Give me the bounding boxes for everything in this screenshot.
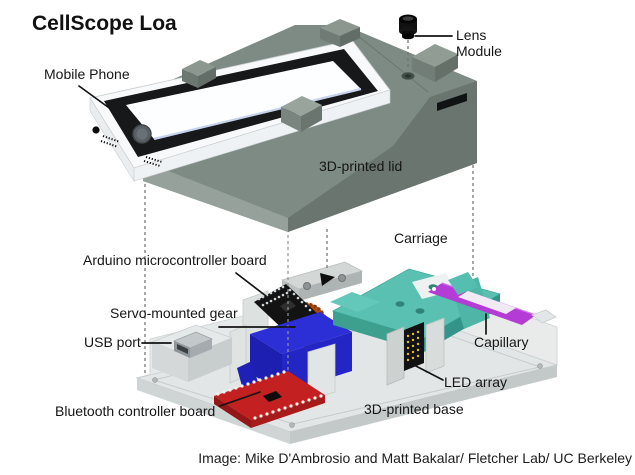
label-bluetooth-board: Bluetooth controller board [55,403,216,419]
label-arduino-board: Arduino microcontroller board [83,252,267,268]
lid-left-face [143,161,288,232]
leader-arduino [235,272,267,297]
clamp-front-middle [281,96,322,132]
label-lens-module-line1: Lens [456,27,487,43]
arduino-chip [280,300,296,312]
leader-led-array [411,363,444,381]
diagram-title: CellScope Loa [32,12,177,35]
servo-top [250,312,352,354]
capillary-end-dot [432,287,436,291]
image-credit: Image: Mike D'Ambrosio and Matt Bakalar/… [198,450,632,466]
leader-bluetooth [219,391,261,407]
phone-headphone-jack [92,126,100,134]
clamp-lens-mount [412,44,458,82]
base-screw [152,377,158,383]
carriage-arm [330,292,380,312]
usb-port-illustration [150,324,234,382]
bluetooth-edge-right [251,395,325,428]
label-printed-lid: 3D-printed lid [319,158,403,174]
label-capillary: Capillary [474,334,529,350]
lid-step-line [351,30,429,93]
label-mobile-phone: Mobile Phone [44,66,130,82]
label-usb-port: USB port [84,334,141,350]
usb-connector-side [190,339,212,358]
label-carriage: Carriage [394,230,448,246]
leader-mobile-phone [78,85,113,111]
lid-vent-slot [437,93,467,111]
phone-home-button-inner [136,128,148,140]
bluetooth-pins [216,370,323,420]
label-lens-module-line2: Module [456,42,502,59]
phone-illustration [89,39,391,183]
bluetooth-chip [263,391,282,402]
phone-screen [126,61,361,139]
lens-cap-highlight [402,16,414,21]
rail-side [299,271,362,301]
usb-block-right [188,338,232,382]
lid-right-face [288,81,477,232]
phone-clamps-illustration [182,19,458,132]
leader-lines [78,35,487,407]
lens-neck [402,31,414,36]
label-servo-gear: Servo-mounted gear [110,305,238,321]
led-dots [406,330,420,362]
clamp-back-right [320,19,360,47]
capillary-slot [458,291,516,314]
led-post-left [386,326,405,386]
base-screw [537,363,543,369]
capillary-tip [531,309,557,324]
phone-speaker-grille [100,135,163,167]
usb-connector-slot [177,344,188,354]
rail-screw [303,282,311,290]
alignment-dashed-lines-front [287,229,335,372]
led-array-illustration [386,317,445,386]
base-screw [289,422,295,428]
label-led-array: LED array [444,374,508,390]
clamp-back-left [182,60,216,88]
rail-screw [338,274,346,282]
lens-hole-center [405,74,411,78]
carriage-upper-arm [448,272,478,295]
label-lens-module: Lens Module [456,27,502,59]
base-plate-side-right [290,365,557,444]
capillary-illustration [428,272,557,325]
led-post-right [425,317,445,374]
alignment-arrow-marker [320,273,335,286]
arduino-pins [257,285,312,312]
label-printed-base: 3D-printed base [364,401,464,417]
lens-module-illustration [399,14,417,70]
base-assembly-illustration [135,261,559,444]
lens-glass [402,33,414,40]
phone-screen-glass-edge [153,87,362,141]
usb-block-left [152,342,188,382]
